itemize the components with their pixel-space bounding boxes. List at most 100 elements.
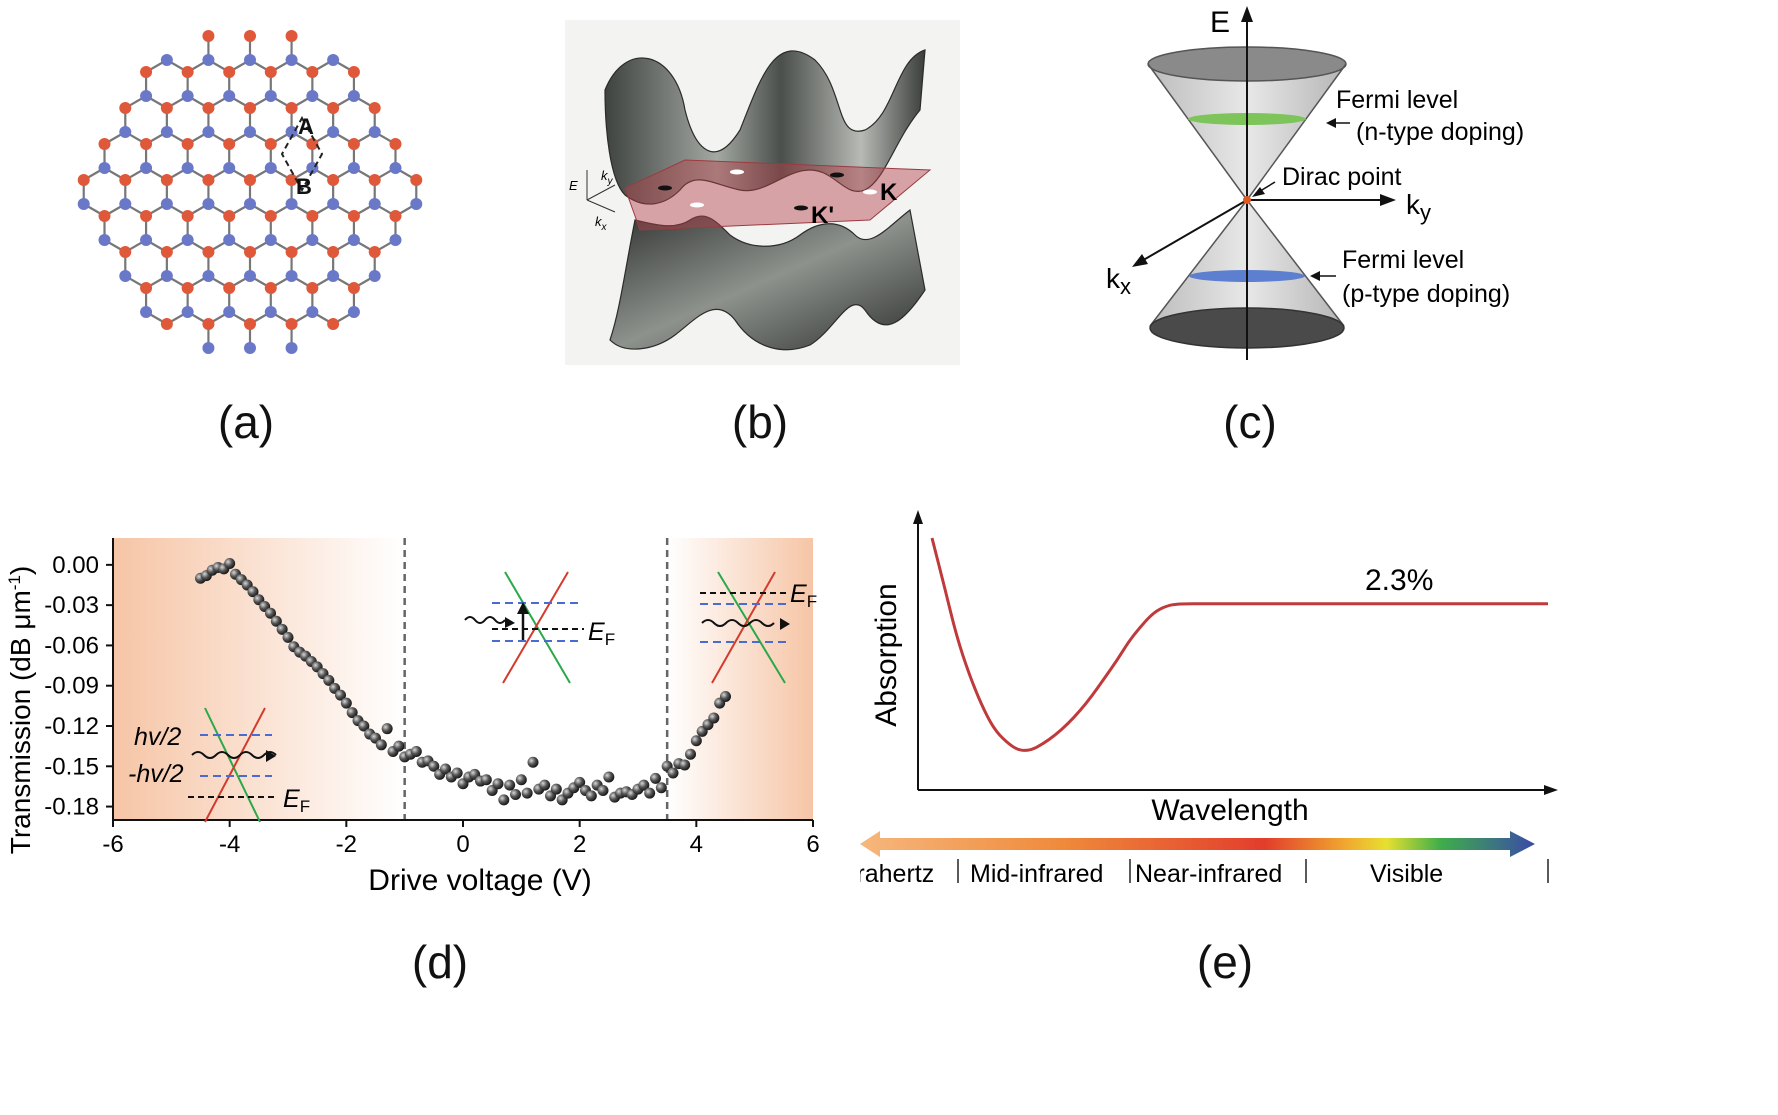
carbon-atom [181, 210, 194, 222]
carbon-atom [223, 90, 236, 102]
dirac-point-marker [730, 169, 744, 175]
data-point [375, 739, 387, 751]
carbon-atom [223, 66, 236, 78]
carbon-atom [98, 210, 111, 222]
carbon-atom [389, 234, 402, 246]
carbon-atom [140, 282, 153, 294]
data-point [393, 740, 405, 752]
data-point [603, 771, 615, 783]
data-point [515, 774, 527, 786]
d-x-tick-label: 0 [456, 831, 469, 858]
carbon-atom [98, 234, 111, 246]
carbon-atom [160, 270, 173, 282]
band-near-infrared: Near-infrared [1135, 860, 1282, 888]
carbon-atom [244, 246, 256, 258]
data-point [638, 779, 650, 791]
carbon-atom [368, 246, 381, 258]
data-point [410, 746, 422, 758]
carbon-atom [347, 66, 360, 78]
carbon-atom [285, 174, 298, 186]
carbon-atom [119, 174, 132, 186]
carbon-atom [327, 246, 340, 258]
carbon-atom [181, 90, 194, 102]
data-point [498, 794, 510, 806]
carbon-atom [223, 138, 236, 150]
lower-band-surface [609, 208, 926, 351]
data-point [667, 767, 679, 779]
dirac-point-label: Dirac point [1282, 163, 1402, 191]
carbon-atom [285, 198, 298, 210]
carbon-atom [223, 282, 236, 294]
carbon-atom [181, 234, 194, 246]
d-y-tick-label: -0.03 [44, 592, 99, 619]
carbon-atom [327, 102, 340, 114]
carbon-atom [306, 138, 319, 150]
band-terahertz: Terahertz [860, 860, 934, 888]
data-point [247, 586, 259, 598]
carbon-atom [160, 174, 173, 186]
svg-text:EF: EF [283, 785, 310, 816]
carbon-atom [77, 174, 90, 186]
carbon-atom [327, 174, 340, 186]
data-point [265, 607, 276, 619]
band-structure-3d: E ky kx K K' [565, 20, 960, 365]
upper-band-surface [604, 49, 926, 205]
carbon-atom [202, 198, 215, 210]
carbon-atom [306, 90, 319, 102]
data-point [428, 760, 440, 772]
d-x-tick-label: 2 [573, 831, 586, 858]
carbon-atom [98, 138, 111, 150]
data-point [451, 767, 463, 779]
carbon-atom [368, 198, 381, 210]
carbon-atom [368, 174, 381, 186]
dirac-point-marker [690, 202, 704, 208]
svg-text:EF: EF [790, 580, 817, 611]
c-e-label: E [1210, 6, 1230, 39]
carbon-atom [264, 138, 277, 150]
data-point [708, 712, 720, 724]
carbon-atom [327, 270, 340, 282]
carbon-atom [98, 162, 111, 174]
data-point [655, 782, 667, 794]
carbon-atom [327, 54, 340, 66]
data-point [521, 787, 533, 799]
carbon-atom [244, 198, 256, 210]
carbon-atom [140, 234, 153, 246]
caption-a: (a) [217, 396, 275, 448]
d-x-tick-label: -6 [102, 831, 123, 858]
carbon-atom [389, 138, 402, 150]
data-point [335, 689, 346, 701]
carbon-atom [368, 126, 381, 138]
d-y-tick-label: -0.12 [44, 713, 99, 740]
carbon-atom [244, 102, 256, 114]
e-x-axis-arrow [1544, 785, 1558, 795]
data-point [574, 776, 586, 788]
carbon-atom [202, 318, 215, 330]
data-point [340, 697, 352, 709]
caption-b: (b) [731, 396, 789, 448]
lattice-bonds [82, 36, 418, 348]
carbon-atom [160, 318, 173, 330]
carbon-atom [264, 234, 277, 246]
carbon-atom [202, 342, 215, 354]
carbon-atom [264, 162, 277, 174]
carbon-atom [285, 126, 298, 138]
carbon-atom [223, 234, 236, 246]
carbon-atom [244, 126, 256, 138]
data-point [550, 783, 562, 795]
carbon-atom [264, 282, 277, 294]
carbon-atom [202, 126, 215, 138]
carbon-atom [202, 270, 215, 282]
band-separators [957, 859, 1549, 883]
carbon-atom [264, 306, 277, 318]
carbon-atom [285, 318, 298, 330]
caption-d: (d) [411, 936, 469, 988]
kprime-point-label: K' [811, 202, 834, 229]
carbon-atom [327, 318, 340, 330]
data-point [381, 723, 393, 735]
d-ylabel: Transmission (dB μm-1) [5, 566, 36, 854]
carbon-atom [244, 318, 256, 330]
carbon-atom [181, 306, 194, 318]
